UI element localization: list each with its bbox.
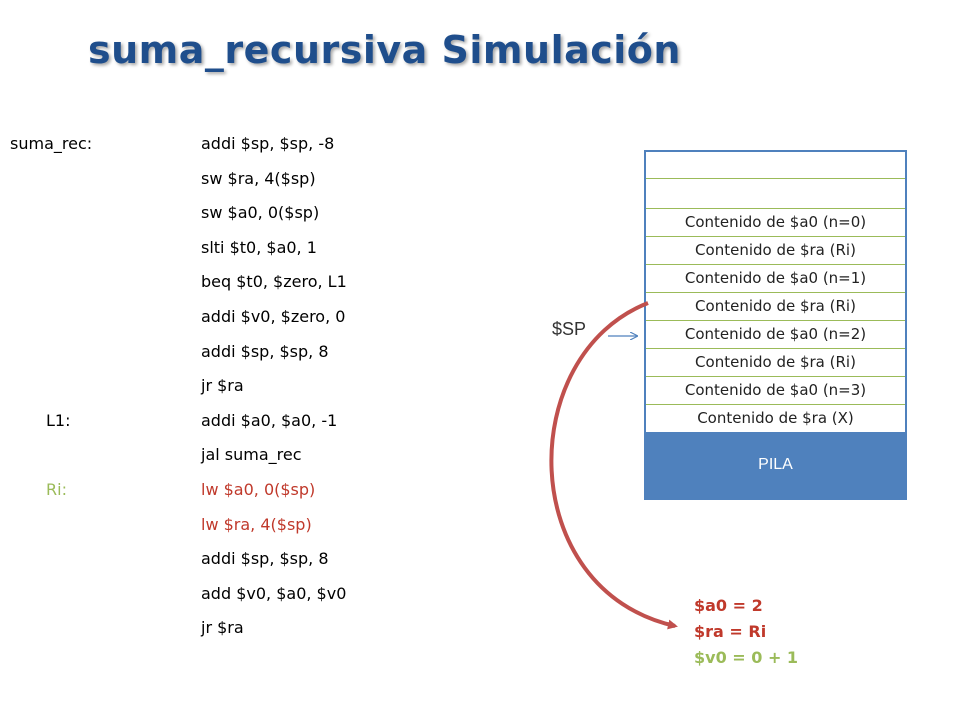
stack-cell: Contenido de $ra (X) — [646, 404, 905, 432]
code-line: jr $ra — [0, 612, 470, 647]
register-values: $a0 = 2 $ra = Ri $v0 = 0 + 1 — [694, 593, 798, 671]
code-line: add $v0, $a0, $v0 — [0, 578, 470, 613]
code-line: beq $t0, $zero, L1 — [0, 266, 470, 301]
assembly-code: suma_rec: addi $sp, $sp, -8 sw $ra, 4($s… — [0, 128, 470, 647]
code-instruction: lw $ra, 4($sp) — [201, 514, 312, 534]
code-line: addi $sp, $sp, 8 — [0, 336, 470, 371]
code-instruction: sw $ra, 4($sp) — [201, 168, 316, 188]
code-instruction: add $v0, $a0, $v0 — [201, 583, 347, 603]
code-instruction: slti $t0, $a0, 1 — [201, 237, 317, 257]
register-ra: $ra = Ri — [694, 622, 767, 641]
code-line: slti $t0, $a0, 1 — [0, 232, 470, 267]
code-instruction: beq $t0, $zero, L1 — [201, 272, 347, 292]
stack-base-label: PILA — [646, 432, 905, 498]
code-line: L1: addi $a0, $a0, -1 — [0, 405, 470, 440]
stack-cell: Contenido de $a0 (n=1) — [646, 264, 905, 292]
code-instruction: addi $a0, $a0, -1 — [201, 410, 338, 430]
code-line: addi $v0, $zero, 0 — [0, 301, 470, 336]
stack-cell: Contenido de $ra (Ri) — [646, 236, 905, 264]
code-line: suma_rec: addi $sp, $sp, -8 — [0, 128, 470, 163]
code-instruction: jal suma_rec — [201, 445, 302, 465]
return-flow-arrow — [549, 301, 678, 630]
stack-cell: Contenido de $a0 (n=3) — [646, 376, 905, 404]
code-instruction: addi $sp, $sp, 8 — [201, 341, 329, 361]
stack-cell: Contenido de $ra (Ri) — [646, 292, 905, 320]
code-label: Ri: — [46, 479, 67, 499]
code-line: sw $a0, 0($sp) — [0, 197, 470, 232]
code-instruction: addi $v0, $zero, 0 — [201, 306, 346, 326]
stack-cell: Contenido de $a0 (n=2) — [646, 320, 905, 348]
code-instruction: jr $ra — [201, 376, 244, 396]
code-instruction: lw $a0, 0($sp) — [201, 479, 316, 499]
register-v0: $v0 = 0 + 1 — [694, 648, 799, 667]
stack-cell — [646, 178, 905, 206]
stack-cell: Contenido de $ra (Ri) — [646, 348, 905, 376]
code-instruction: addi $sp, $sp, 8 — [201, 549, 329, 569]
code-instruction: jr $ra — [201, 618, 244, 638]
stack-pointer-label: $SP — [552, 319, 587, 339]
code-instruction: sw $a0, 0($sp) — [201, 203, 320, 223]
code-line: sw $ra, 4($sp) — [0, 163, 470, 198]
code-label: suma_rec: — [10, 134, 93, 153]
slide-title: suma_recursiva Simulación — [88, 28, 681, 72]
code-line: Ri: lw $a0, 0($sp) — [0, 474, 470, 509]
code-instruction: addi $sp, $sp, -8 — [201, 134, 335, 153]
register-a0: $a0 = 2 — [694, 596, 763, 615]
stack-diagram: Contenido de $a0 (n=0) Contenido de $ra … — [644, 150, 907, 500]
code-label: L1: — [46, 410, 71, 430]
code-line: jr $ra — [0, 370, 470, 405]
code-line: lw $ra, 4($sp) — [0, 509, 470, 544]
code-line: jal suma_rec — [0, 439, 470, 474]
code-line: addi $sp, $sp, 8 — [0, 543, 470, 578]
stack-cell: Contenido de $a0 (n=0) — [646, 208, 905, 236]
